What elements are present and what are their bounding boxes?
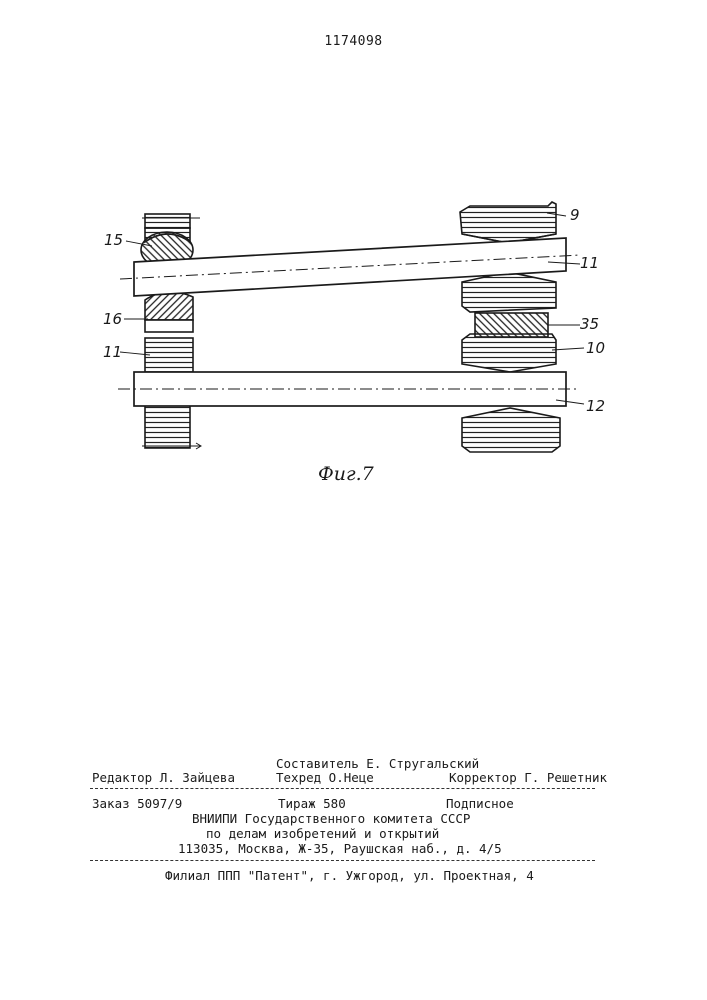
label-11-left: 11 — [103, 343, 122, 361]
left-gear-section — [141, 214, 201, 449]
label-15: 15 — [104, 231, 123, 249]
imprint-techred: Техред О.Неце — [276, 770, 374, 785]
right-gear-10 — [462, 334, 556, 372]
label-11-right: 11 — [580, 254, 599, 272]
right-gear-9 — [460, 202, 556, 243]
imprint-order: Заказ 5097/9 — [92, 796, 182, 811]
imprint-address: 113035, Москва, Ж-35, Раушская наб., д. … — [178, 841, 502, 856]
divider-top — [90, 788, 595, 789]
label-12: 12 — [586, 397, 605, 415]
right-gear-10-lower — [462, 408, 560, 452]
label-10: 10 — [586, 339, 605, 357]
figure-7-drawing: 15 16 11 9 11 35 10 12 Фиг.7 — [0, 0, 707, 500]
label-35: 35 — [580, 315, 599, 333]
right-gear-9-lower — [462, 272, 556, 312]
imprint-compiler: Составитель Е. Стругальский — [276, 756, 479, 771]
imprint-podpisnoe: Подписное — [446, 796, 514, 811]
label-16: 16 — [103, 310, 122, 328]
imprint-org-line-2: по делам изобретений и открытий — [206, 826, 439, 841]
imprint-tirazh: Тираж 580 — [278, 796, 346, 811]
imprint-branch: Филиал ППП "Патент", г. Ужгород, ул. Про… — [165, 868, 534, 883]
label-9: 9 — [570, 206, 580, 224]
imprint-org-line-1: ВНИИПИ Государственного комитета СССР — [192, 811, 470, 826]
straight-shaft-12 — [118, 372, 580, 406]
divider-bottom — [90, 860, 595, 861]
figure-caption: Фиг.7 — [318, 463, 375, 485]
imprint-editor: Редактор Л. Зайцева — [92, 770, 235, 785]
imprint-corrector: Корректор Г. Решетник — [449, 770, 607, 785]
